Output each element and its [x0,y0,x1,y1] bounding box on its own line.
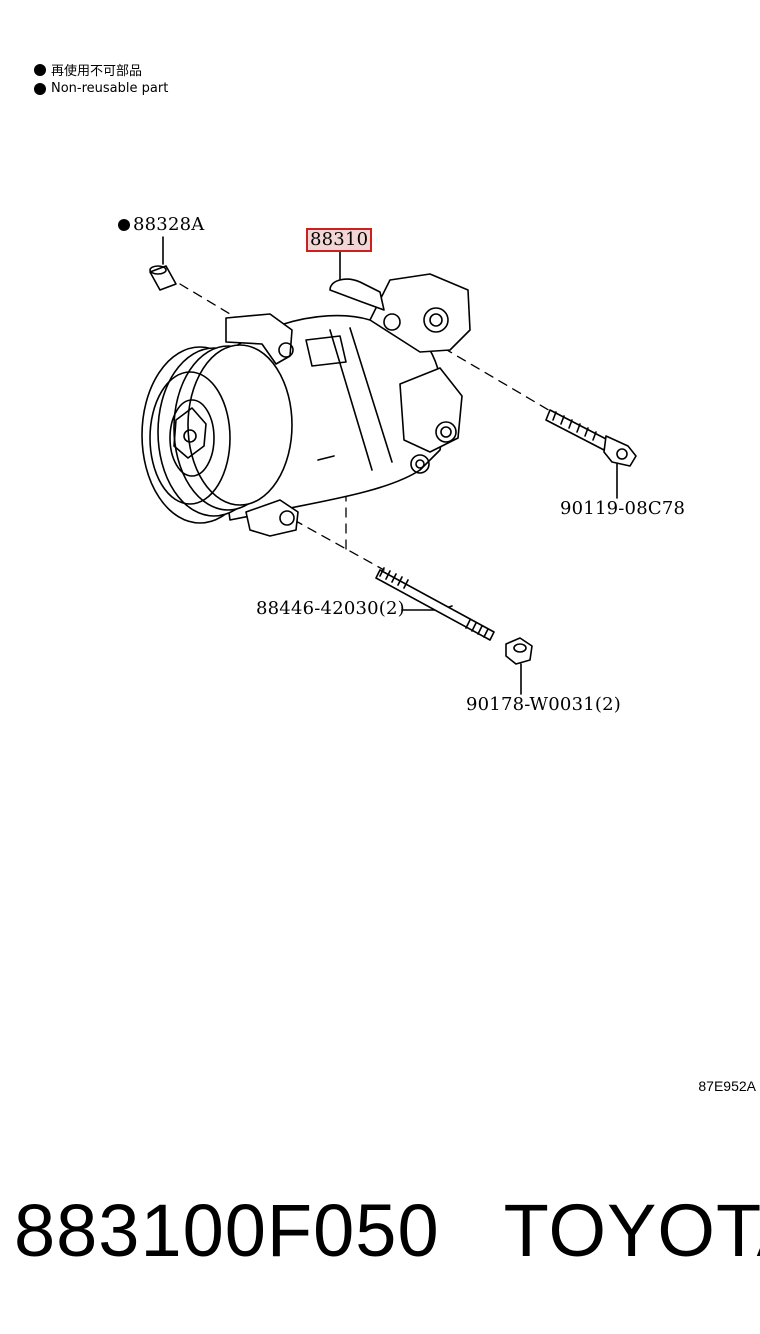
collar-88328a-drawing [149,265,177,291]
callout-90119[interactable]: 90119-08C78 [560,498,686,519]
legend-en-text: Non-reusable part [51,81,169,96]
dash-stud [293,519,385,571]
callout-88446[interactable]: 88446-42030(2) [256,598,405,619]
footer-brand: TOYOTA [503,1189,760,1272]
callout-88328a-text: 88328A [133,214,205,235]
callout-88328a[interactable]: 88328A [118,214,204,235]
bullet-icon [34,82,46,95]
compressor-88310-drawing [141,273,471,537]
bullet-icon [34,63,46,76]
legend-jp-text: 再使用不可部品 [51,64,143,79]
illustration-ref-code: 87E952A [698,1078,756,1094]
callout-88310-highlighted[interactable]: 88310 [306,228,373,252]
dash-bolt-upper [429,339,553,413]
stud-88446-drawing [375,567,495,641]
non-reusable-bullet-icon [118,218,130,231]
nut-90178-drawing [505,637,533,665]
legend-non-reusable-en: Non-reusable part [34,81,168,96]
callout-90178[interactable]: 90178-W0031(2) [466,694,621,715]
bolt-90119-drawing [545,409,637,467]
footer-caption: 883100F050 TOYOTA [14,1188,760,1273]
footer-part-number: 883100F050 [14,1189,440,1272]
legend-non-reusable-jp: 再使用不可部品 [34,60,142,79]
